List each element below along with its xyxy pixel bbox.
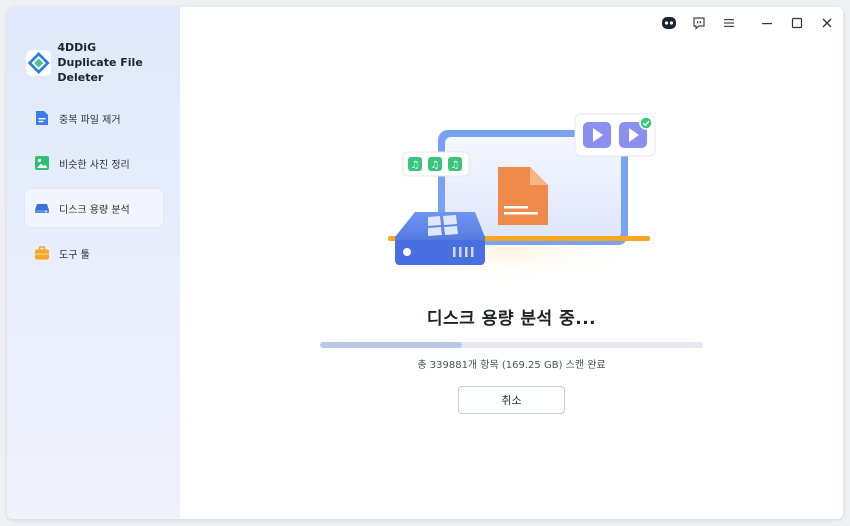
sidebar-item-label: 디스크 용량 분석 <box>59 204 130 216</box>
scan-progress-fill <box>320 342 462 348</box>
sidebar-item-tools[interactable]: 도구 툴 <box>25 234 163 272</box>
sidebar-item-label: 도구 툴 <box>59 249 90 261</box>
scan-status-title: 디스크 용량 분석 중... <box>426 309 597 329</box>
feedback-icon[interactable] <box>691 15 707 31</box>
disk-icon <box>35 204 49 213</box>
svg-text:♫: ♫ <box>431 160 440 171</box>
svg-text:♫: ♫ <box>411 160 420 171</box>
brand-product: Duplicate File Deleter <box>57 56 143 84</box>
video-files-icon <box>574 113 656 157</box>
image-icon <box>35 156 49 170</box>
titlebar-controls <box>647 15 835 31</box>
cancel-button[interactable]: 취소 <box>458 386 565 414</box>
music-files-icon: ♫ ♫ ♫ <box>402 151 470 177</box>
sidebar-item-similar-photos[interactable]: 비슷한 사진 정리 <box>25 144 163 182</box>
assistant-icon[interactable] <box>661 15 677 31</box>
disk-scan-illustration: ♫ ♫ ♫ <box>370 113 656 280</box>
sidebar-item-label: 중복 파일 제거 <box>59 114 121 126</box>
sidebar-nav: 중복 파일 제거 비슷한 사진 정리 디스크 용량 분석 <box>25 99 163 279</box>
menu-icon[interactable] <box>721 15 737 31</box>
file-icon <box>36 111 48 125</box>
svg-text:♫: ♫ <box>451 160 460 171</box>
scan-progress-bar <box>320 342 703 348</box>
app-logo-icon <box>26 49 52 76</box>
brand: 4DDiG Duplicate File Deleter <box>26 40 180 85</box>
document-icon <box>498 167 548 225</box>
close-icon[interactable] <box>819 15 835 31</box>
maximize-icon[interactable] <box>789 15 805 31</box>
minimize-icon[interactable] <box>759 15 775 31</box>
sidebar-item-disk-analysis[interactable]: 디스크 용량 분석 <box>25 189 163 227</box>
sidebar: 4DDiG Duplicate File Deleter 중복 파일 제거 <box>7 7 180 519</box>
toolbox-icon <box>35 246 49 260</box>
hard-drive-icon <box>395 212 485 265</box>
sidebar-item-label: 비슷한 사진 정리 <box>59 159 130 171</box>
app-window: 4DDiG Duplicate File Deleter 중복 파일 제거 <box>7 7 843 519</box>
brand-name: 4DDiG <box>57 41 97 54</box>
scan-progress-text: 총 339881개 항목 (169.25 GB) 스캔 완료 <box>417 360 606 371</box>
sidebar-item-duplicate-files[interactable]: 중복 파일 제거 <box>25 99 163 137</box>
